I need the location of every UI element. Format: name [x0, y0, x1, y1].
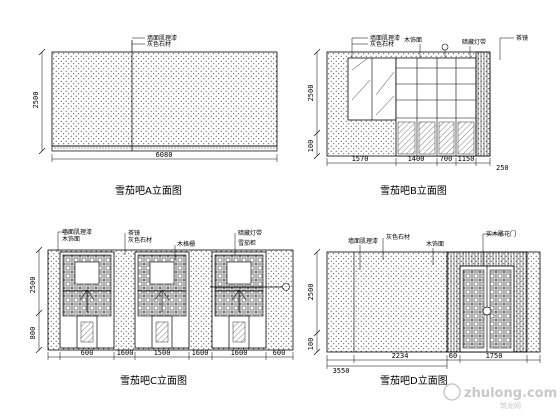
annotation-c-7: 雪茄柜 [238, 239, 256, 247]
base-dim-d: 100 [307, 338, 315, 351]
bottom-dim-d-3: 60 [449, 352, 457, 360]
bottom-dim-c-2: 1600 [117, 349, 134, 357]
height-dim-d: 2500 [307, 284, 315, 301]
bottom-dim-c-5: 1600 [231, 349, 248, 357]
bottom-dim-b-3: 700 [440, 155, 453, 163]
bottom-dim-b-4: 1150 [458, 155, 475, 163]
annotation-c-4: 灰色石材 [128, 236, 152, 244]
watermark-sub: 筑龙网 [500, 401, 521, 410]
elevation-c: 墙面肌理漆 木饰面 茶镜 灰色石材 木格栅 暗藏灯带 雪茄柜 2500 800 … [29, 228, 294, 387]
base-dim-c: 800 [29, 327, 37, 340]
caption-d: 雪茄吧D立面图 [380, 374, 448, 387]
annotation-b-1: 墙面肌理漆 [370, 34, 400, 42]
annotation-b-2: 灰色石材 [370, 40, 394, 48]
height-dim-c: 2500 [29, 277, 37, 294]
watermark-brand: zhulong.com [464, 386, 557, 401]
annotation-d-1: 墙面肌理漆 [348, 237, 378, 245]
width-dim-a: 6080 [156, 151, 173, 159]
display-unit-2 [134, 251, 190, 349]
watermark-logo-icon [443, 383, 461, 401]
section-marker-icon [282, 283, 290, 291]
annotation-c-6: 暗藏灯带 [238, 229, 262, 237]
annotation-d-2: 灰色石材 [386, 233, 410, 241]
bottom-dim-c-1: 600 [81, 349, 94, 357]
bottom-dim-b-5: 250 [496, 164, 509, 172]
annotation-b-4: 暗藏灯带 [462, 38, 486, 46]
annotation-c-2: 木饰面 [62, 235, 80, 243]
height-dim-a: 2500 [32, 92, 40, 109]
bottom-dim-b-1: 1570 [352, 155, 369, 163]
bottom-dim-c-4: 1600 [192, 349, 209, 357]
watermark: zhulong.com 筑龙网 [443, 383, 557, 410]
height-dim-b: 2500 [307, 85, 315, 102]
caption-c: 雪茄吧C立面图 [120, 374, 187, 387]
annotation-b-3: 木饰面 [404, 36, 422, 44]
caption-a: 雪茄吧A立面图 [115, 184, 182, 197]
elevation-b: 墙面肌理漆 灰色石材 木饰面 暗藏灯带 茶镜 2500 100 1570 140… [307, 34, 528, 197]
annotation-c-3: 茶镜 [128, 229, 140, 237]
carved-door [459, 265, 515, 353]
caption-b: 雪茄吧B立面图 [380, 184, 447, 197]
base-dim-b: 100 [307, 140, 315, 153]
bottom-dim-b-2: 1400 [408, 155, 425, 163]
bottom-dim-c-3: 1500 [154, 349, 171, 357]
annotation-a-2: 灰色石材 [147, 40, 171, 48]
display-unit-3 [210, 251, 282, 349]
annotation-c-5: 木格栅 [177, 240, 195, 248]
elevation-a: 墙面肌理漆 灰色石材 2500 6080 雪茄吧A立面图 [32, 34, 278, 197]
elevation-d: 墙面肌理漆 灰色石材 木饰面 实木雕花门 2500 100 3550 2234 … [307, 230, 541, 387]
annotation-c-1: 墙面肌理漆 [62, 228, 92, 236]
bottom-dim-d-2: 2234 [392, 352, 409, 360]
annotation-b-5: 茶镜 [516, 34, 528, 42]
bottom-dim-d-1: 3550 [333, 367, 350, 375]
bottom-dim-c-6: 600 [273, 349, 286, 357]
annotation-d-4: 实木雕花门 [486, 230, 516, 238]
annotation-a-1: 墙面肌理漆 [147, 34, 177, 42]
display-unit-1 [59, 251, 115, 349]
annotation-d-3: 木饰面 [426, 240, 444, 248]
bottom-dim-d-4: 1750 [486, 352, 503, 360]
